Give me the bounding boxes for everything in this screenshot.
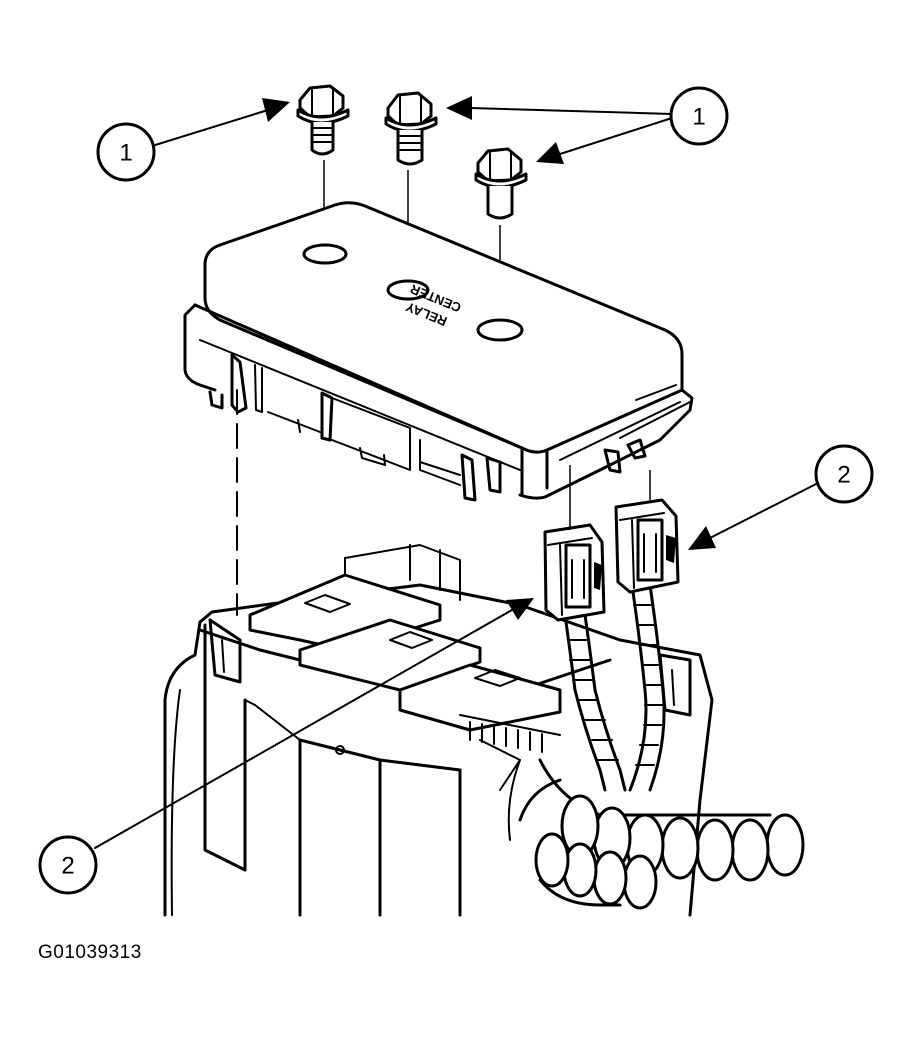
leader-lines (94, 96, 821, 849)
callout-1-left-number: 1 (119, 140, 132, 167)
connector-wire-right (628, 583, 666, 792)
callout-1-right-number: 1 (692, 104, 705, 131)
bolt-left (296, 84, 350, 156)
electrical-connector-left (543, 523, 606, 622)
callout-2-right: 2 (814, 444, 874, 504)
connector-wire-left (563, 613, 627, 792)
callout-2-left: 2 (38, 835, 98, 895)
bolt-center (384, 91, 438, 166)
callout-1-right: 1 (669, 86, 729, 146)
relay-center-cover: RELAY CENTER (183, 201, 694, 502)
wire-harness-bundle (507, 758, 805, 910)
figure-id: G01039313 (38, 942, 142, 963)
relay-center-base (163, 544, 714, 917)
bolt-right (474, 147, 528, 220)
electrical-connector-right (614, 498, 680, 594)
callout-1-left: 1 (96, 122, 156, 182)
callout-2-left-number: 2 (61, 853, 74, 880)
callout-2-right-number: 2 (837, 462, 850, 489)
